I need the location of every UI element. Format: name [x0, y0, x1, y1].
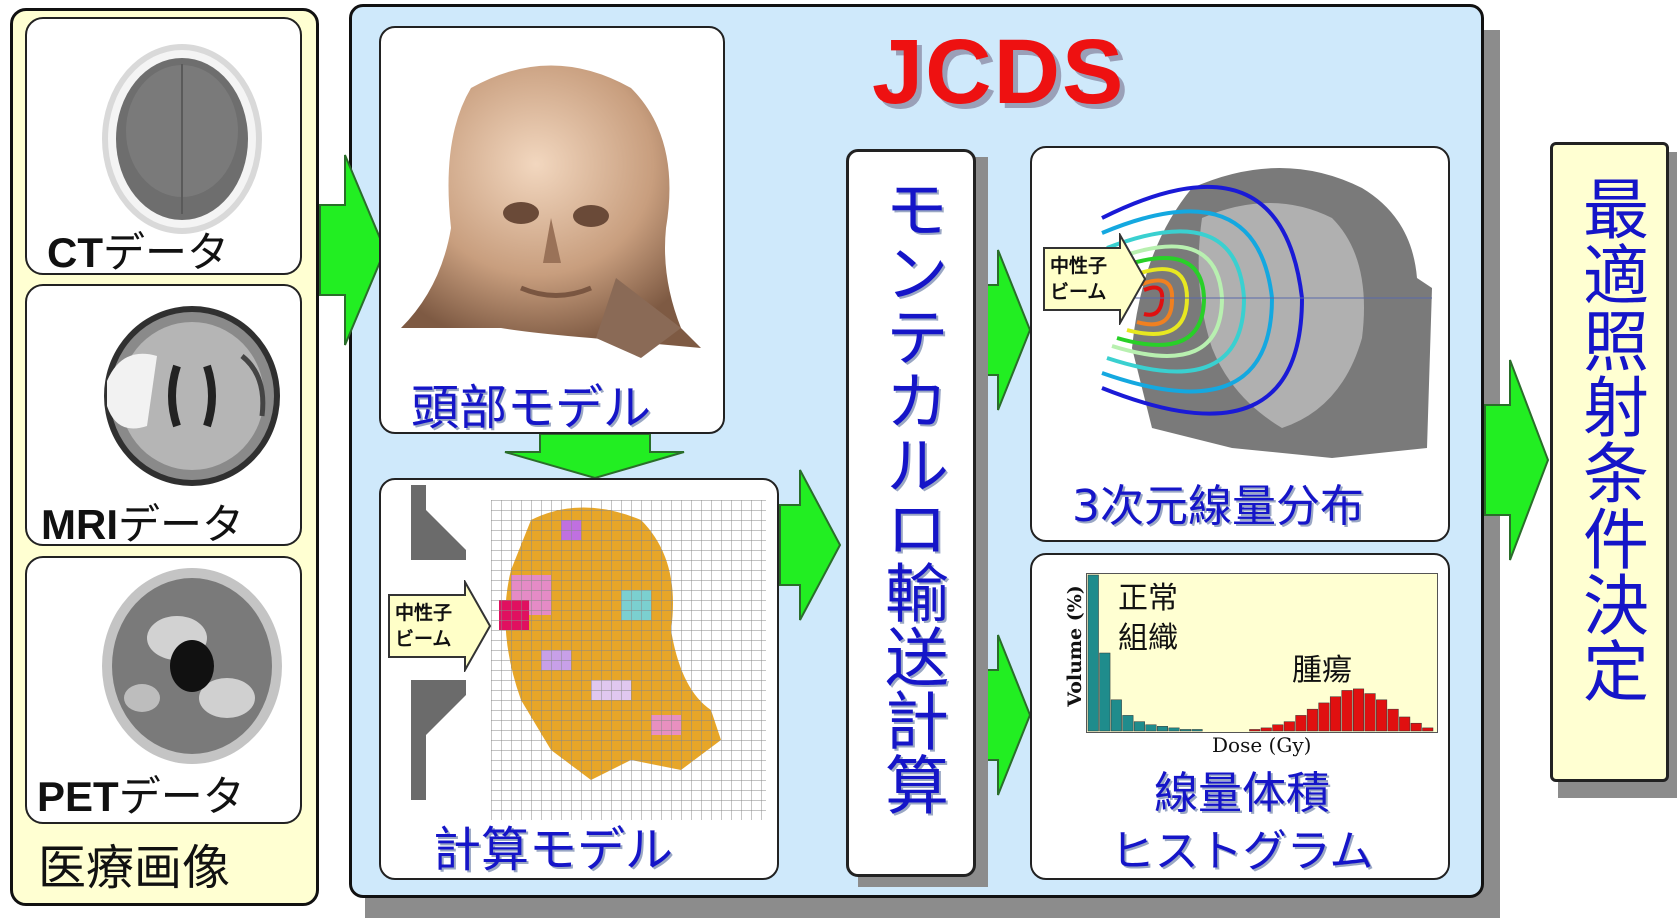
ct-label-suffix: データ: [103, 228, 230, 275]
normal-bar: [1099, 652, 1111, 732]
arrow-to-result: [1484, 359, 1550, 561]
result-label: 最適照射条件決定: [1572, 175, 1649, 703]
tumor-bar: [1329, 696, 1341, 732]
normal-bar: [1156, 726, 1168, 732]
mri-label-bold: MRI: [41, 501, 118, 546]
pet-image-box: PETデータ: [25, 556, 302, 824]
normal-label-line2: 組織: [1118, 621, 1178, 656]
dvh-label-line1: 線量体積: [1154, 768, 1330, 819]
calc-beam-label-line1: 中性子: [395, 602, 453, 624]
normal-bar: [1087, 574, 1099, 732]
dose-3d-box: 中性子 ビーム 3次元線量分布: [1030, 146, 1450, 542]
pet-label-suffix: データ: [118, 772, 245, 821]
head-model-label: 頭部モデル: [411, 380, 652, 436]
dvh-label: 線量体積 ヒストグラム: [1032, 765, 1452, 881]
tumor-bar: [1422, 727, 1434, 732]
tumor-bar: [1341, 690, 1353, 732]
ct-scan-image: [102, 44, 262, 234]
arrow-images-to-head: [319, 154, 387, 346]
dose-beam-label-line2: ビーム: [1050, 281, 1107, 303]
normal-bar: [1180, 729, 1192, 732]
tumor-bar: [1283, 721, 1295, 732]
calc-model-box: 中性子 ビーム 計算モデル: [379, 478, 779, 880]
normal-bar: [1122, 715, 1134, 732]
normal-bar: [1168, 727, 1180, 732]
ct-label-bold: CT: [47, 229, 103, 275]
pet-label-bold: PET: [37, 773, 119, 820]
dvh-box: Volume (%) Dose (Gy) 正常 組織 腫瘍 線量体積 ヒストグラ…: [1030, 553, 1450, 880]
tumor-bar: [1272, 724, 1284, 732]
dvh-chart: [1087, 574, 1434, 732]
calc-beam-arrow: 中性子 ビーム: [387, 580, 492, 672]
mri-image-box: MRIデータ: [25, 284, 302, 546]
dose-3d-image: [1101, 168, 1432, 458]
dvh-label-line2: ヒストグラム: [1110, 826, 1374, 877]
arrow-calc-to-mc: [779, 469, 842, 621]
head-model-render: [401, 65, 701, 358]
dose-3d-label: 3次元線量分布: [1072, 481, 1364, 532]
medical-images-caption: 医療画像: [38, 840, 231, 896]
tumor-bar: [1410, 722, 1422, 732]
tumor-bar: [1295, 715, 1307, 732]
monte-carlo-label: モンテカルロ輸送計算: [874, 176, 948, 816]
tumor-bar: [1318, 702, 1330, 732]
pet-scan-image: [102, 568, 282, 764]
tumor-label: 腫瘍: [1292, 653, 1352, 688]
ct-image-box: CTデータ: [25, 17, 302, 275]
calc-model-voxel-grid: [411, 485, 766, 820]
jcds-title: JCDS: [872, 21, 1126, 123]
tumor-bar: [1387, 708, 1399, 732]
tumor-bar: [1399, 716, 1411, 732]
mri-label-suffix: データ: [118, 500, 245, 546]
tumor-bar: [1260, 727, 1272, 732]
mri-scan-image: [104, 306, 280, 486]
calc-model-label: 計算モデル: [433, 822, 674, 878]
dvh-ylabel: Volume (%): [1063, 585, 1086, 707]
normal-bar: [1145, 724, 1157, 732]
normal-bar: [1191, 729, 1203, 732]
dvh-xlabel: Dose (Gy): [1212, 733, 1312, 757]
tumor-bar: [1353, 688, 1365, 732]
normal-label-line1: 正常: [1118, 581, 1178, 616]
dose-beam-arrow: 中性子 ビーム: [1042, 233, 1147, 325]
arrow-head-to-calc: [504, 433, 685, 480]
monte-carlo-box: モンテカルロ輸送計算: [846, 149, 976, 877]
normal-bar: [1133, 721, 1145, 732]
calc-beam-label-line2: ビーム: [395, 628, 452, 650]
normal-tissue-label: 正常 組織: [1118, 579, 1178, 659]
normal-bar: [1110, 699, 1122, 732]
head-model-box: 頭部モデル: [379, 26, 725, 436]
tumor-bar: [1376, 699, 1388, 732]
tumor-bar: [1249, 729, 1261, 732]
tumor-bar: [1306, 708, 1318, 732]
tumor-bar: [1364, 693, 1376, 732]
result-box: 最適照射条件決定: [1550, 142, 1669, 782]
dose-beam-label-line1: 中性子: [1050, 255, 1108, 277]
